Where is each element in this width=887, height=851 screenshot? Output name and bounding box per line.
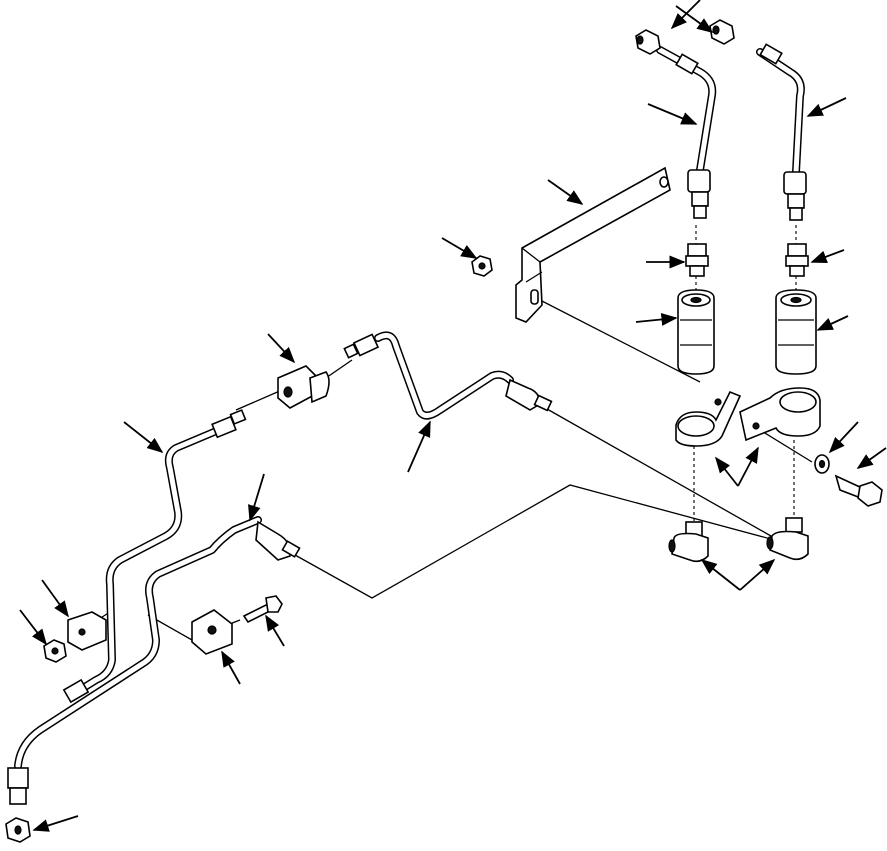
nipple-right (785, 243, 809, 277)
washer-right (814, 454, 830, 474)
elbow-fitting-right (766, 517, 809, 561)
hose-left-vertical (656, 46, 717, 219)
clamp-block-left (67, 611, 107, 651)
filter-left (677, 289, 715, 375)
clamp-block-middle (191, 609, 233, 655)
elbow-fitting-left (668, 521, 709, 563)
callout-arrows (19, 0, 887, 832)
tee-fitting (277, 365, 330, 409)
nipple-left (685, 243, 709, 277)
cap-bottom-left (5, 817, 31, 843)
hex-nut-left (43, 639, 67, 663)
pipe-upper-middle (343, 331, 553, 420)
clamp-left (675, 390, 742, 447)
hose-right-vertical (756, 43, 807, 221)
clamp-right (739, 387, 821, 442)
cap-top-right (709, 19, 735, 45)
bolt-right (834, 474, 883, 507)
hex-nut-bracket (471, 255, 493, 277)
bolt-middle (242, 595, 283, 624)
filter-right (775, 289, 817, 375)
pipe-lower-long (7, 516, 301, 805)
mounting-bracket (515, 166, 671, 323)
cap-top-left (635, 29, 661, 55)
pipe-left-long (62, 409, 247, 704)
